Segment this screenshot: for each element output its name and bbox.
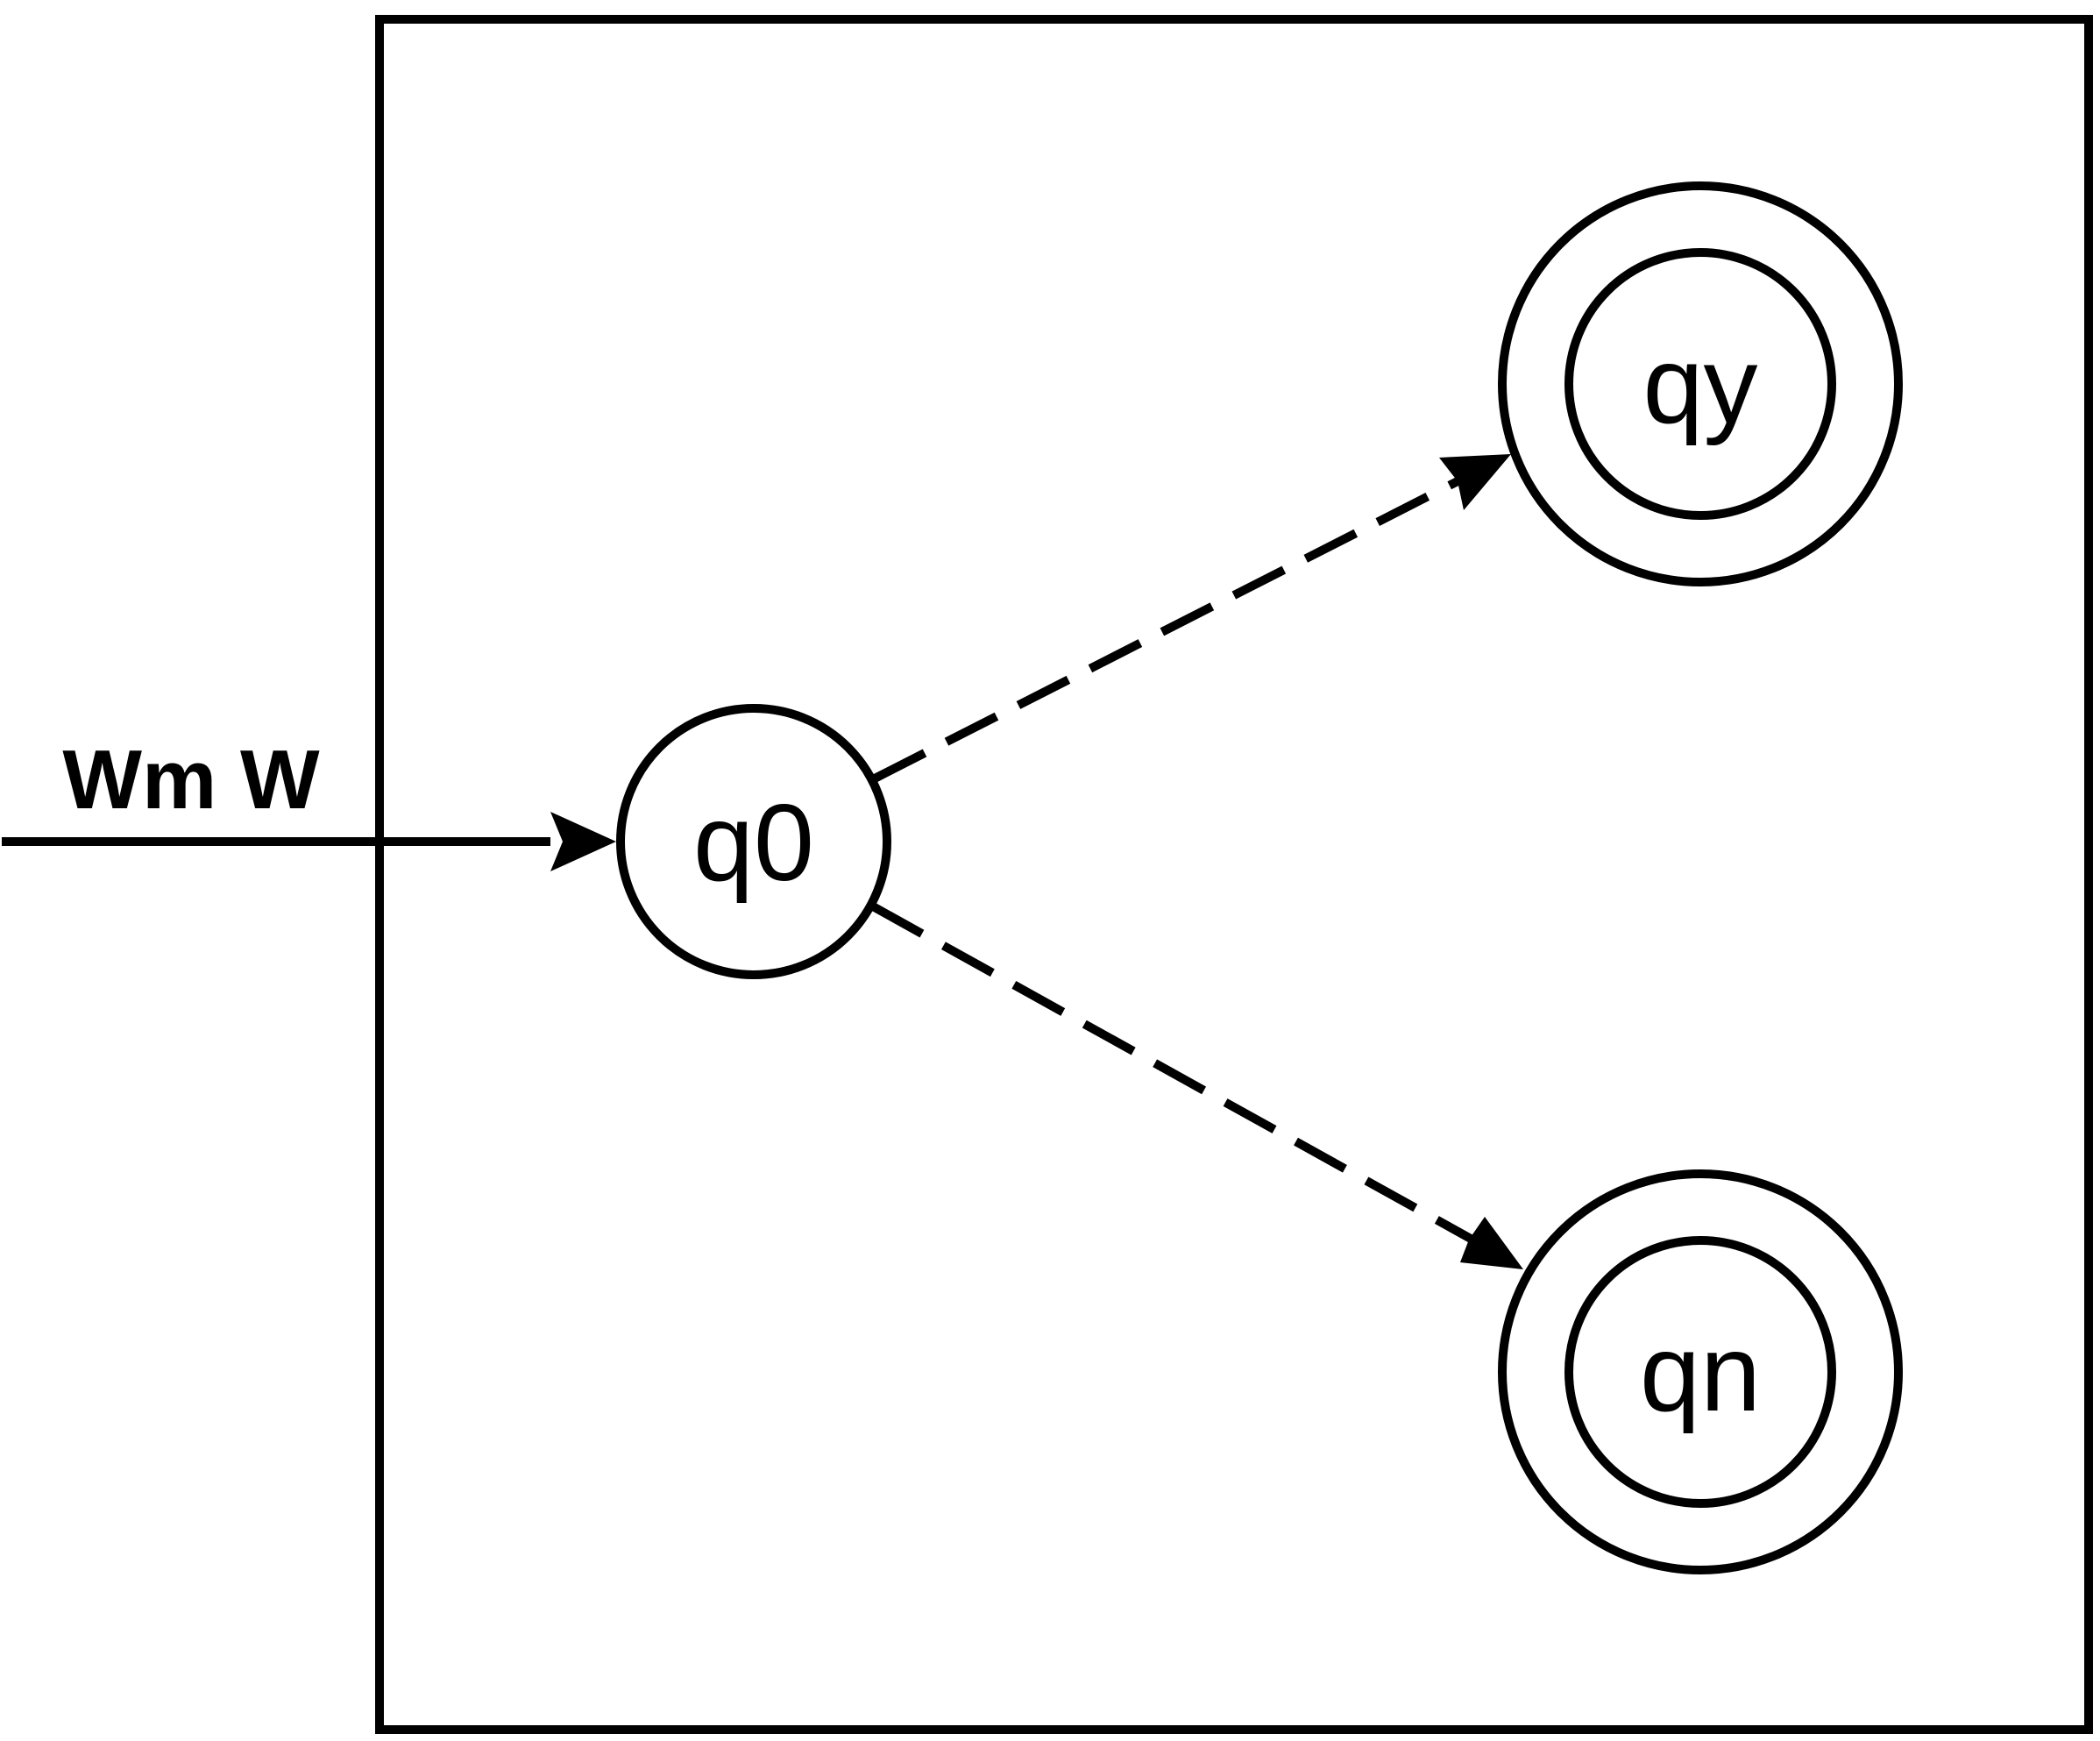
state-q0-label: q0 [693, 783, 814, 904]
input-arrow-head [550, 812, 616, 871]
input-label: Wm W [62, 733, 320, 827]
transition-q0-qn [870, 902, 1473, 1243]
transition-q0-qy [872, 476, 1462, 783]
state-q0: q0 [616, 704, 891, 979]
state-qy-label: qy [1643, 325, 1758, 446]
state-q0-circle [616, 704, 891, 979]
state-qn-label: qn [1640, 1313, 1761, 1434]
state-qy: qy [1498, 181, 1903, 586]
state-qn-inner-circle [1564, 1236, 1836, 1508]
state-qy-inner-circle [1564, 248, 1836, 520]
state-qn: qn [1498, 1169, 1903, 1574]
machine-boundary-box [375, 15, 2093, 1734]
transition-q0-qy-arrow-head [1439, 454, 1511, 510]
transition-q0-qn-arrow-head [1460, 1217, 1523, 1269]
